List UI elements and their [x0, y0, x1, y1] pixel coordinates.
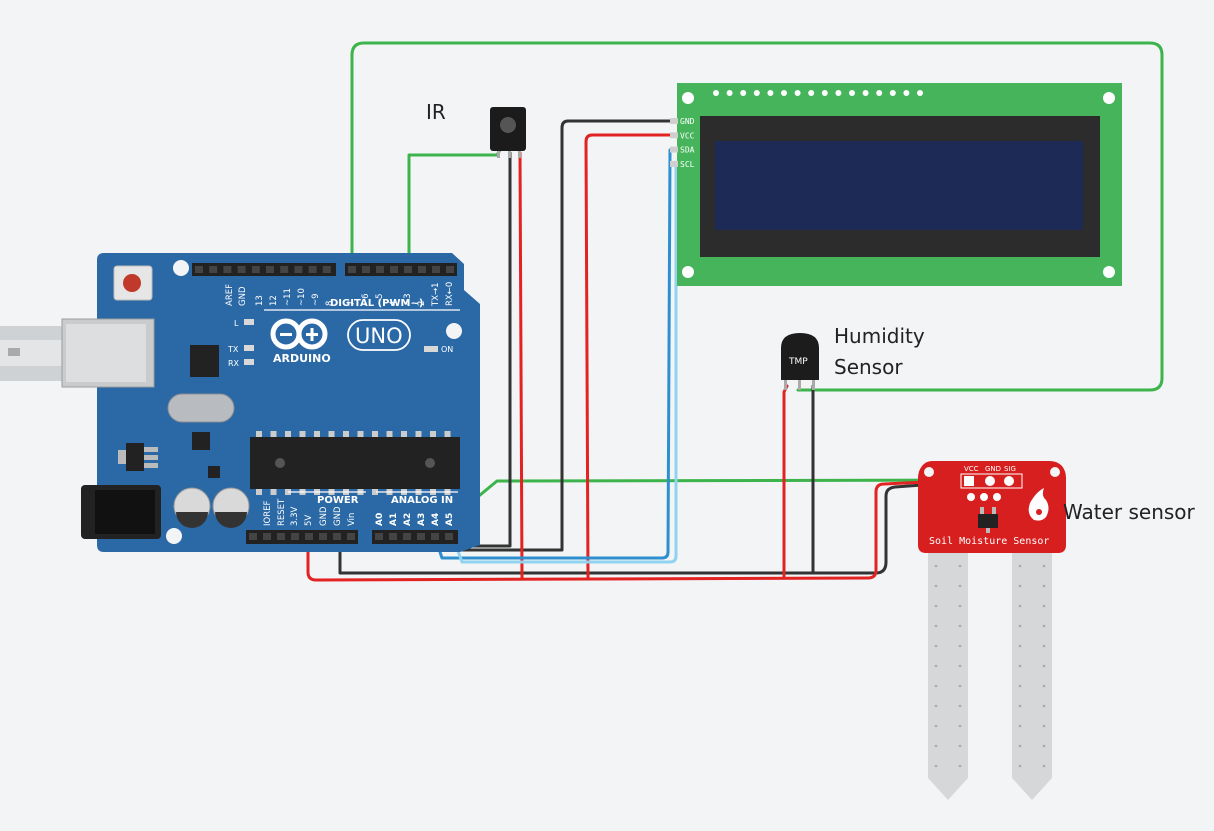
lcd-top-pin-row	[713, 90, 923, 96]
uno-badge	[347, 319, 411, 351]
led-on	[424, 346, 438, 352]
pin-label: ~5	[375, 293, 385, 306]
uno-model: UNO	[355, 324, 403, 348]
lcd-screen	[715, 141, 1083, 230]
pin-label: A3	[417, 513, 427, 526]
pin-label: 5V	[304, 515, 314, 526]
usb-chip	[190, 345, 219, 377]
sparkfun-flame-icon	[1028, 488, 1049, 521]
wire-black-soil[interactable]	[811, 478, 992, 575]
wire-black-tmp[interactable]	[338, 384, 815, 575]
pin-label: 8	[325, 301, 335, 306]
pin-label: GND	[333, 506, 343, 526]
pin-label: ~3	[403, 293, 413, 306]
arduino-logo-icon	[270, 318, 328, 350]
pin-label: A4	[431, 513, 441, 526]
wire-red-ir[interactable]	[518, 151, 524, 580]
analog-header-label: ANALOG IN	[391, 495, 453, 506]
led-tx-label: TX	[227, 345, 239, 354]
lcd-pin-label: GND	[680, 117, 695, 126]
transistor	[208, 466, 220, 478]
led-l	[244, 319, 254, 325]
lcd-display[interactable]: GND VCC SDA SCL	[670, 83, 1122, 286]
crystal-oscillator	[167, 393, 235, 423]
wire-red-lcd[interactable]	[584, 133, 676, 580]
pin-label: ~9	[311, 293, 321, 306]
pin-label: GND	[319, 506, 329, 526]
humidity-label-line1: Humidity	[834, 324, 925, 348]
pin-label: 12	[269, 295, 279, 306]
led-rx-label: RX	[228, 359, 240, 368]
pin-label: IOREF	[263, 501, 273, 526]
analog-pin-labels: A0 A1 A2 A3 A4 A5	[375, 513, 455, 526]
tmp-sensor[interactable]: TMP	[781, 333, 819, 390]
wire-lightblue-scl[interactable]	[452, 162, 678, 564]
usb-cable	[0, 326, 62, 381]
pin-label: 3.3V	[290, 506, 300, 526]
ir-label: IR	[426, 100, 446, 124]
pin-label: ~11	[283, 288, 293, 306]
pin-label: A5	[445, 513, 455, 526]
capacitors	[173, 487, 250, 528]
humidity-label-line2: Sensor	[834, 355, 903, 379]
pin-label: AREF	[225, 284, 235, 306]
pin-label: A2	[403, 513, 413, 526]
wire-red-tmp[interactable]	[782, 384, 789, 580]
pin-label: 2	[417, 301, 427, 306]
pin-label: A1	[389, 513, 399, 526]
soil-prong-left	[928, 552, 968, 800]
pin-label: RX←0	[445, 282, 455, 306]
wire-green-ir[interactable]	[407, 148, 502, 268]
led-l-label: L	[234, 319, 239, 328]
atmega-chip	[250, 437, 460, 489]
led-rx	[244, 359, 254, 365]
led-tx	[244, 345, 254, 351]
soil-pin-label: VCC	[964, 465, 979, 473]
lcd-pin-label: SCL	[680, 160, 695, 169]
digital-header-label: DIGITAL (PWM~)	[330, 298, 423, 309]
soil-sensor-title: Soil Moisture Sensor	[929, 536, 1049, 547]
pin-label: 7	[347, 301, 357, 306]
pin-label: GND	[238, 286, 248, 306]
lcd-pin-label: VCC	[680, 131, 695, 140]
soil-pin-label: GND	[985, 465, 1001, 473]
pin-label: 13	[255, 295, 265, 306]
pin-label: RESET	[277, 498, 287, 526]
small-chip	[192, 432, 210, 450]
arduino-brand: ARDUINO	[273, 352, 331, 365]
water-sensor-label: Water sensor	[1063, 500, 1195, 524]
ir-receiver[interactable]	[490, 107, 526, 158]
pin-label: Vin	[347, 513, 357, 526]
reset-button[interactable]	[113, 265, 153, 301]
wire-blue-sda[interactable]	[434, 148, 672, 560]
pin-label: ~6	[361, 293, 371, 306]
wire-red-5v[interactable]	[306, 478, 972, 582]
voltage-regulator	[118, 443, 158, 471]
power-header	[246, 530, 358, 544]
pin-label: 4	[389, 301, 399, 306]
soil-prong-right	[1012, 552, 1052, 800]
wire-green-pin7[interactable]	[350, 41, 1164, 392]
wire-black-lcd[interactable]	[338, 119, 676, 552]
pin-label: A0	[375, 513, 385, 526]
led-on-label: ON	[441, 345, 453, 354]
soil-pin-label: SIG	[1004, 465, 1016, 473]
pin-label: ~10	[297, 288, 307, 306]
tmp-sensor-label: TMP	[788, 357, 808, 367]
digital-header-right	[345, 263, 457, 276]
lcd-i2c-pins: GND VCC SDA SCL	[670, 117, 695, 169]
lcd-pin-label: SDA	[680, 146, 695, 155]
power-header-label: POWER	[317, 495, 359, 506]
pin-label: TX→1	[431, 282, 441, 307]
